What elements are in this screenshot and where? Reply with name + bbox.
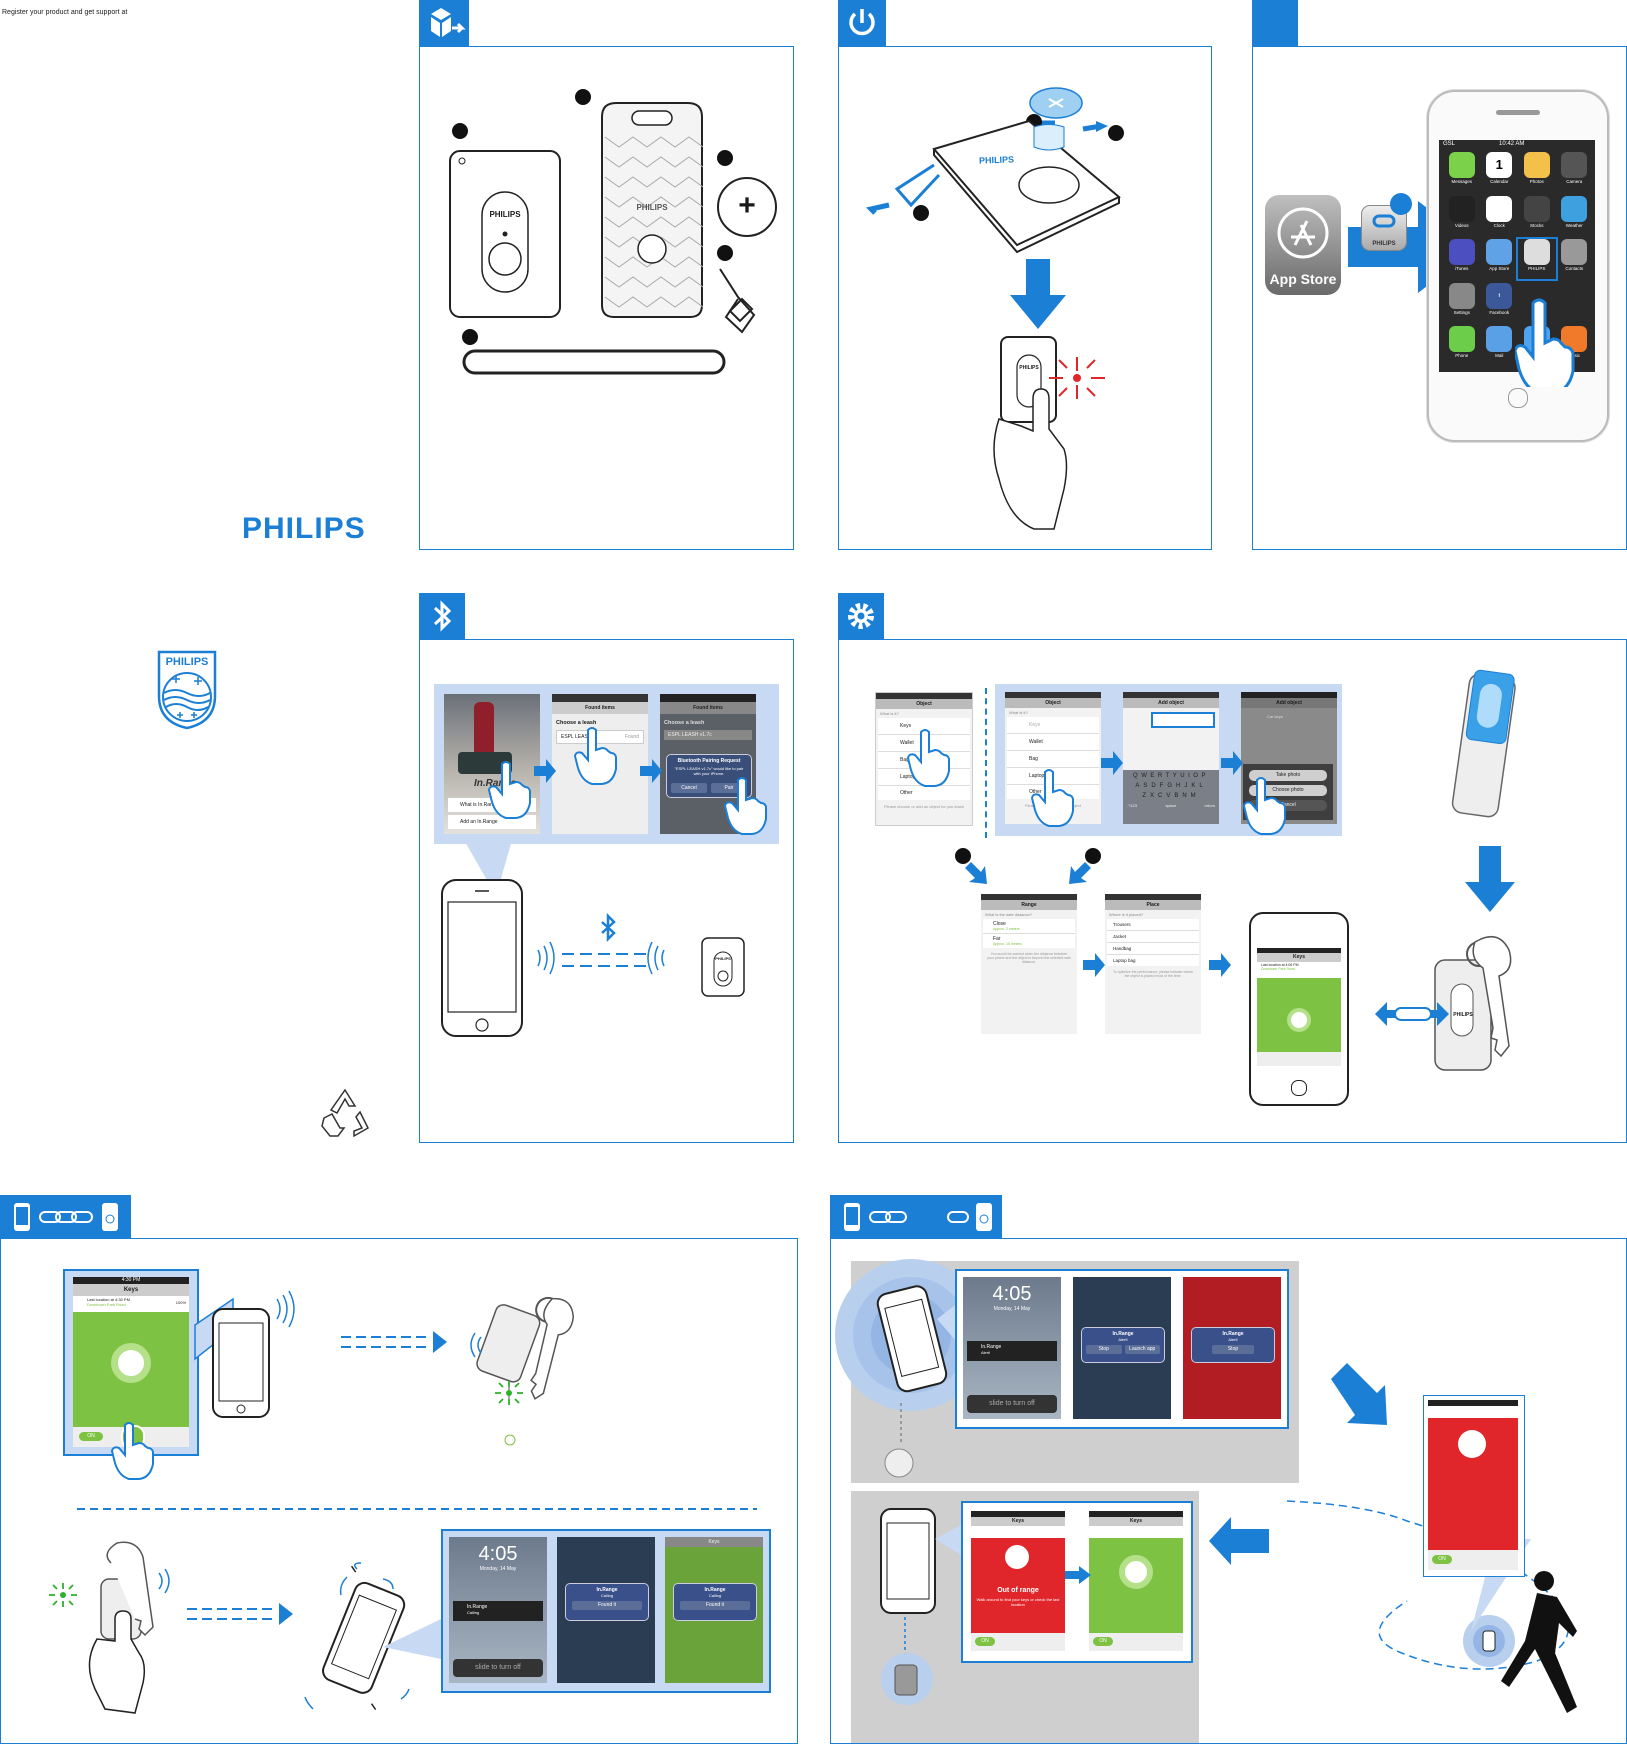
power-panel: PHILIPS PHILIPS bbox=[838, 46, 1212, 550]
slide-to-turn-off[interactable]: slide to turn off bbox=[453, 1659, 543, 1677]
alert-app-screen: In.Range Alert! Stop bbox=[1183, 1277, 1281, 1419]
arrow-right bbox=[534, 759, 556, 783]
back-in-range-screen: Keys ON bbox=[1089, 1511, 1183, 1651]
hand-device-label: PHILIPS bbox=[1019, 365, 1039, 371]
app-icon-label: PHILIPS bbox=[1372, 241, 1396, 247]
pairing-dialog: Bluetooth Pairing Request "ESPL LEASH v1… bbox=[666, 754, 752, 798]
device-label: PHILIPS bbox=[978, 154, 1015, 166]
app-store-label: App Store bbox=[1269, 271, 1337, 287]
add-object-keyboard-screen: Add object QWERTYUIOP ASDFGHJKL ZXCVBNM … bbox=[1123, 692, 1219, 824]
phone-link-tag-icon bbox=[14, 1203, 118, 1231]
out-of-range-text: Out of range bbox=[997, 1587, 1039, 1594]
choose-photo-button[interactable]: Choose photo bbox=[1249, 785, 1327, 796]
take-photo-button[interactable]: Take photo bbox=[1249, 770, 1327, 781]
step-tab-find-phone bbox=[830, 1195, 1002, 1238]
launch-app-button[interactable]: Launch app bbox=[1124, 1345, 1160, 1354]
tag-label: PHILIPS bbox=[489, 210, 521, 219]
alert-home-screen: In.Range Alert! Stop Launch app bbox=[1073, 1277, 1171, 1419]
gear-icon bbox=[848, 603, 874, 629]
app-alert-screen: Keys In.Range Calling Found it bbox=[665, 1537, 763, 1683]
stop-button[interactable]: Stop bbox=[1086, 1345, 1122, 1354]
sheet-cancel-button[interactable]: Cancel bbox=[1249, 800, 1327, 811]
out-of-range-screens: Keys Out of range Walk around to find yo… bbox=[961, 1501, 1193, 1663]
keys-title: Keys bbox=[73, 1284, 189, 1296]
power-icon bbox=[849, 9, 875, 36]
home-button[interactable] bbox=[1508, 388, 1528, 408]
marker-d bbox=[717, 245, 733, 261]
box-icon bbox=[431, 8, 466, 37]
plus-symbol: + bbox=[738, 189, 756, 222]
bt-tag-label: PHILIPS bbox=[715, 956, 731, 961]
calling-alert: In.Range Calling Found it bbox=[565, 1583, 649, 1621]
on-toggle[interactable]: ON bbox=[79, 1432, 103, 1441]
contents-panel: PHILIPS PHILIPS + bbox=[419, 46, 794, 550]
home-alert-screen: In.Range Calling Found it bbox=[557, 1537, 655, 1683]
found-it-button-app[interactable]: Found it bbox=[680, 1601, 750, 1610]
step-tab-bluetooth bbox=[419, 593, 465, 639]
marker-c bbox=[717, 150, 733, 166]
marker-a bbox=[452, 123, 468, 139]
badge-marker bbox=[1390, 193, 1412, 215]
object-screen-b: Object What is it? Keys Wallet Bag Lapto… bbox=[1005, 692, 1101, 824]
philips-shield-logo: PHILIPS bbox=[157, 650, 217, 730]
found-it-button[interactable]: Found it bbox=[572, 1601, 642, 1610]
case-label: PHILIPS bbox=[636, 203, 668, 212]
arrow-right bbox=[640, 759, 662, 783]
marker-b bbox=[575, 89, 591, 105]
item-photo bbox=[111, 1343, 151, 1383]
phone-broken-link-tag-icon bbox=[844, 1203, 992, 1231]
philips-wordmark: PHILIPS bbox=[242, 512, 366, 545]
pairing-request-screen: Found items Choose a leash ESPL LEASH v1… bbox=[660, 694, 756, 834]
bluetooth-panel: In.Range What is In.Range? Add an In.Ran… bbox=[419, 639, 794, 1143]
choose-leash-header: Choose a leash bbox=[556, 720, 597, 726]
out-of-range-screen: Keys Out of range Walk around to find yo… bbox=[971, 1511, 1065, 1651]
settings-tag-label: PHILIPS bbox=[1453, 1012, 1473, 1018]
dialog-pair-button[interactable]: Pair bbox=[711, 783, 747, 793]
settings-panel: Object What is it? Keys Wallet Bag Lapto… bbox=[838, 639, 1627, 1143]
appstore-panel: App Store PHILIPS GSL 10:42 AM Messages … bbox=[1252, 46, 1627, 550]
status-carrier: GSL bbox=[1443, 141, 1456, 147]
app-store-icon[interactable]: App Store bbox=[1265, 195, 1341, 295]
action-sheet: Take photo Choose photo Cancel bbox=[1243, 764, 1333, 820]
place-screen: Place Where is it placed? Trousers Jacke… bbox=[1105, 894, 1201, 1034]
marker-e bbox=[462, 329, 478, 345]
stop-button-app[interactable]: Stop bbox=[1212, 1345, 1254, 1354]
photo-brand: In.Range bbox=[474, 778, 517, 789]
svg-text:PHILIPS: PHILIPS bbox=[166, 656, 209, 668]
step-tab-settings bbox=[838, 593, 884, 639]
add-object-photo-screen: Add object Car keys Take photo Choose ph… bbox=[1241, 692, 1337, 824]
bluetooth-icon bbox=[433, 600, 452, 632]
recycle-icon bbox=[321, 1088, 369, 1138]
red-keys-screen-callout: ON bbox=[1423, 1395, 1525, 1577]
step-tab-find-item bbox=[0, 1195, 131, 1238]
contents-illustration bbox=[449, 89, 777, 375]
step-tab-app bbox=[1252, 0, 1298, 46]
dialog-cancel-button[interactable]: Cancel bbox=[671, 783, 707, 793]
status-time: 10:42 AM bbox=[1499, 141, 1525, 147]
lock-time: 4:05 bbox=[478, 1543, 518, 1565]
step-tab-unbox bbox=[419, 0, 469, 46]
power-illustration bbox=[866, 87, 1124, 530]
register-text: Register your product and get support at bbox=[2, 9, 128, 16]
pointing-hand bbox=[1515, 298, 1575, 387]
step-tab-power bbox=[838, 0, 886, 46]
